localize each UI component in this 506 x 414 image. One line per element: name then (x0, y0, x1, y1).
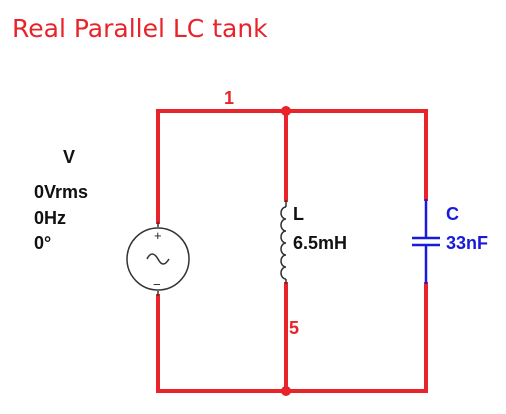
source-circle (126, 227, 190, 291)
inductor-ref-label: L (293, 204, 304, 224)
source-phase-label: 0° (34, 233, 51, 253)
source-minus-sign: − (153, 277, 161, 292)
bottom-junction-dot (281, 386, 291, 396)
ac-voltage-source: + − (126, 222, 190, 296)
inductor-coil (280, 206, 287, 280)
diagram-title: Real Parallel LC tank (12, 14, 268, 43)
net-label-top: 1 (224, 88, 234, 108)
wires (156, 109, 428, 393)
capacitor-ref-label: C (446, 204, 459, 224)
top-junction-dot (281, 106, 291, 116)
source-plus-sign: + (154, 228, 162, 243)
source-frequency-label: 0Hz (34, 208, 66, 228)
net-label-bottom: 5 (289, 318, 299, 338)
sine-wave-icon (146, 253, 170, 265)
inductor-value-label: 6.5mH (293, 233, 347, 253)
capacitor (412, 199, 440, 284)
source-amplitude-label: 0Vrms (34, 182, 88, 202)
source-ref-label: V (63, 147, 75, 167)
inductor (280, 200, 287, 284)
capacitor-value-label: 33nF (446, 233, 488, 253)
